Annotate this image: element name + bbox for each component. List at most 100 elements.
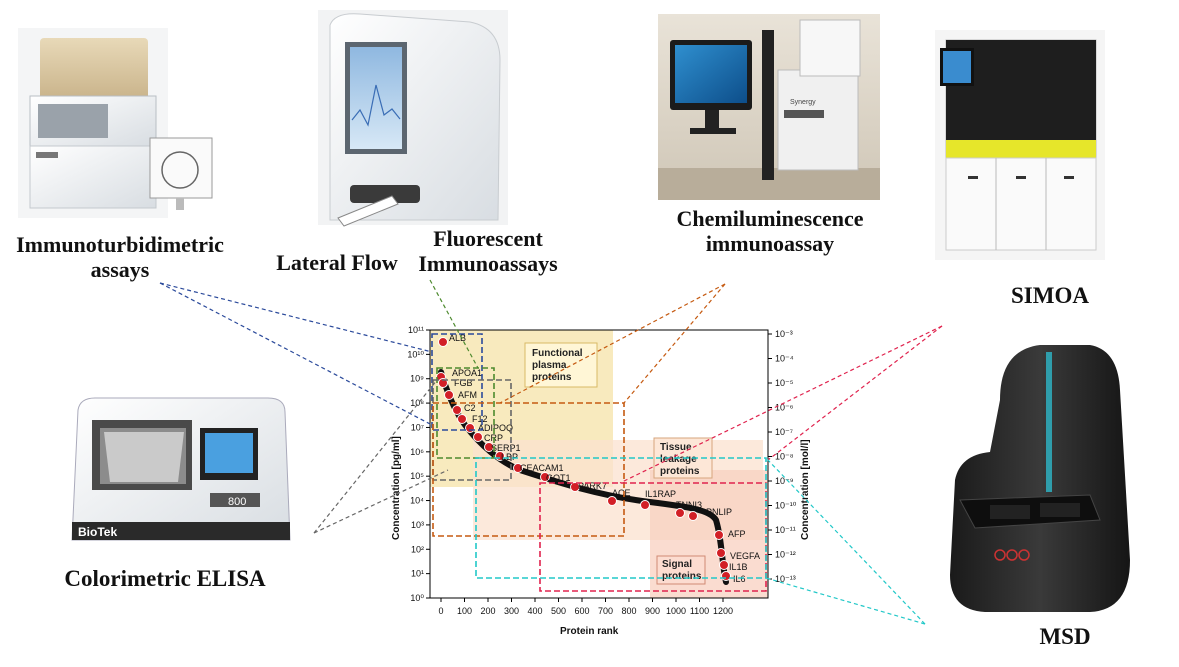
- y-right-tick-label: 10⁻⁴: [775, 354, 794, 364]
- protein-label: GOT1: [546, 473, 571, 483]
- protein-label: APOA1: [452, 368, 482, 378]
- protein-label: F12: [472, 414, 488, 424]
- lateral-flow-range-box: [436, 367, 495, 459]
- protein-label: IL1RAP: [645, 489, 676, 499]
- x-axis-label: Protein rank: [560, 626, 619, 637]
- y-right-tick-label: 10⁻³: [775, 329, 793, 339]
- protein-label: AFM: [458, 390, 477, 400]
- protein-dot: [607, 496, 617, 506]
- fluorescent-connector-a: [499, 283, 726, 404]
- y-left-tick-label: 10⁵: [410, 471, 424, 481]
- y-right-tick-label: 10⁻¹³: [775, 574, 796, 584]
- x-tick-label: 400: [527, 606, 542, 616]
- protein-dot: [540, 472, 550, 482]
- protein-dot: [719, 560, 729, 570]
- protein-label: TNNI3: [676, 500, 702, 510]
- protein-dot: [688, 511, 698, 521]
- immunoturbidimetric-analyzer-image: [18, 28, 213, 218]
- biotek-model-text: 800: [228, 496, 246, 508]
- protein-label: IL1B: [729, 562, 748, 572]
- x-tick-label: 800: [621, 606, 636, 616]
- protein-dot: [714, 530, 724, 540]
- y-left-tick-label: 10⁷: [411, 422, 424, 432]
- tissue-label-line3: proteins: [660, 466, 700, 477]
- y-right-tick-label: 10⁻⁷: [775, 427, 793, 437]
- protein-dot: [640, 500, 650, 510]
- msd-connector-a: [765, 457, 926, 625]
- y-right-axis-label: Concentration [mol/l]: [800, 439, 811, 540]
- y-left-tick-label: 10¹: [411, 569, 424, 579]
- chemiluminescence-caption: Chemiluminescence immunoassay: [676, 206, 864, 257]
- y-left-tick-label: 10²: [411, 544, 424, 554]
- protein-label: PARK7: [578, 481, 607, 491]
- protein-label: AFP: [728, 529, 746, 539]
- immunoturbidimetric-connector-b: [159, 282, 433, 426]
- protein-dot: [570, 482, 580, 492]
- protein-curve: [438, 369, 729, 585]
- colorimetric-connector-b: [313, 469, 449, 534]
- protein-label: FGB: [454, 378, 473, 388]
- fluorescent-range-box: [432, 402, 625, 537]
- functional-label-box: [524, 342, 598, 388]
- plot-frame: [429, 329, 769, 599]
- protein-dot: [444, 390, 454, 400]
- tissue-label-line1: Tissue: [660, 442, 692, 453]
- x-tick-label: 600: [574, 606, 589, 616]
- x-tick-label: 700: [598, 606, 613, 616]
- lateral-flow-connector: [429, 279, 479, 369]
- protein-labels: ALBAPOA1FGBAFMC2F12ADIPOQCRPSERP1LBPCEAC…: [449, 333, 760, 584]
- x-tick-label: 900: [645, 606, 660, 616]
- y-right-tick-label: 10⁻⁹: [775, 476, 794, 486]
- lateral-flow-reader-image: [318, 10, 508, 227]
- protein-label: LBP: [501, 452, 518, 462]
- x-tick-label: 500: [551, 606, 566, 616]
- fluorescent-caption: Fluorescent Immunoassays: [418, 226, 558, 277]
- y-right-tick-label: 10⁻⁵: [775, 378, 794, 388]
- protein-dot: [473, 432, 483, 442]
- y-left-tick-label: 10¹¹: [408, 325, 424, 335]
- x-tick-label: 1200: [713, 606, 733, 616]
- x-tick-label: 100: [457, 606, 472, 616]
- signal-label-box: [656, 555, 706, 585]
- protein-label: PNLIP: [706, 507, 732, 517]
- protein-label: CEACAM1: [520, 463, 564, 473]
- protein-label: SERP1: [491, 443, 521, 453]
- msd-range-box: [475, 457, 767, 579]
- chemiluminescence-reader-image: Synergy: [658, 14, 880, 200]
- simoa-analyzer-image: [935, 30, 1105, 260]
- x-tick-label: 200: [480, 606, 495, 616]
- fluorescent-connector-b: [623, 283, 726, 404]
- protein-label: IL6: [733, 574, 746, 584]
- y-left-tick-label: 10⁰: [410, 593, 424, 603]
- y-right-tick-label: 10⁻¹²: [775, 550, 796, 560]
- y-left-tick-label: 10³: [411, 520, 424, 530]
- functional-label-line1: Functional: [532, 348, 583, 359]
- y-left-axis-label: Concentration [pg/ml]: [391, 436, 402, 540]
- chemiluminescence-connector-a: [767, 325, 943, 461]
- signal-label-line2: proteins: [662, 571, 702, 582]
- y-right-tick-label: 10⁻¹⁰: [775, 501, 797, 511]
- protein-label: C2: [464, 403, 476, 413]
- lateral-flow-caption: Lateral Flow: [276, 250, 398, 275]
- msd-instrument-image: [950, 345, 1130, 612]
- y-left-tick-label: 10⁹: [410, 374, 424, 384]
- y-right-tick-label: 10⁻¹¹: [775, 525, 796, 535]
- protein-dot: [675, 508, 685, 518]
- x-tick-label: 1000: [666, 606, 686, 616]
- y-right-tick-label: 10⁻⁶: [775, 403, 794, 413]
- x-tick-label: 300: [504, 606, 519, 616]
- protein-label: ALB: [449, 333, 466, 343]
- protein-dot: [452, 405, 462, 415]
- signal-label-line1: Signal: [662, 559, 692, 570]
- tissue-label-line2: leakage: [660, 454, 697, 465]
- protein-label: ACE: [612, 488, 631, 498]
- protein-dot: [465, 423, 475, 433]
- msd-connector-b: [765, 577, 926, 625]
- functional-label-line3: proteins: [532, 372, 572, 383]
- x-tick-label: 0: [438, 606, 443, 616]
- technique-range-boxes: [431, 333, 767, 592]
- y-left-tick-label: 10⁶: [410, 447, 424, 457]
- connector-lines: [159, 279, 943, 625]
